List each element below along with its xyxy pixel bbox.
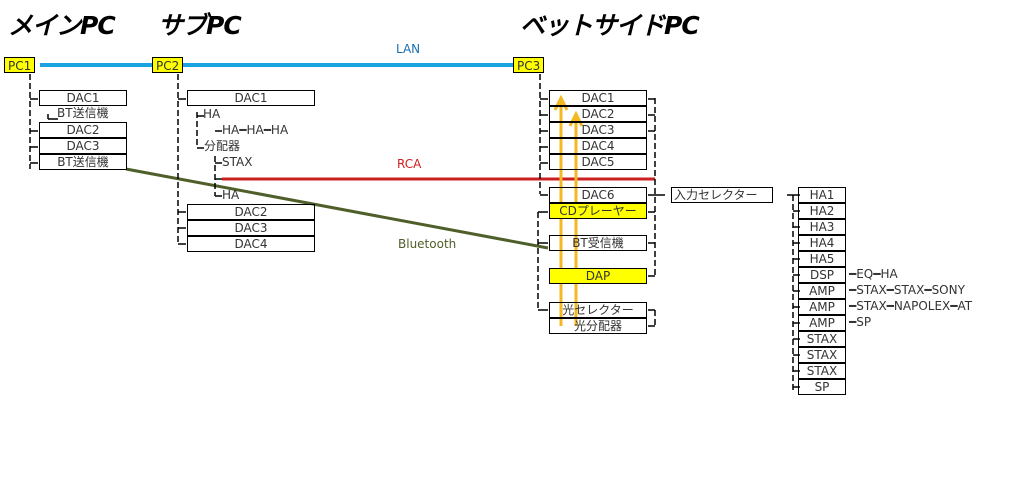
pc3-dac2[interactable]: DAC2	[549, 106, 647, 122]
output-chain: ━EQ━HA	[849, 267, 898, 281]
pc2-splitter: 分配器	[204, 139, 241, 153]
pc1-node[interactable]: PC1	[4, 57, 36, 73]
pc3-node[interactable]: PC3	[513, 57, 545, 73]
pc2-ha: HA	[203, 107, 221, 121]
output-item[interactable]: SP	[798, 379, 846, 395]
pc2-dac3[interactable]: DAC3	[187, 220, 315, 236]
pc3-dac1[interactable]: DAC1	[549, 90, 647, 106]
output-chain: ━SP	[849, 315, 872, 329]
input-selector[interactable]: 入力セレクター	[671, 187, 773, 203]
pc3-optical-splitter[interactable]: 光分配器	[549, 318, 647, 334]
output-item[interactable]: HA1	[798, 187, 846, 203]
pc2-ha-chain: HA━HA━HA	[222, 123, 289, 137]
pc3-dac3[interactable]: DAC3	[549, 122, 647, 138]
output-item[interactable]: HA3	[798, 219, 846, 235]
bluetooth-label: Bluetooth	[398, 237, 457, 251]
tree-ticks	[30, 98, 800, 327]
pc3-dac4[interactable]: DAC4	[549, 138, 647, 154]
output-item[interactable]: STAX	[798, 363, 846, 379]
output-item[interactable]: AMP	[798, 315, 846, 331]
output-item[interactable]: DSP	[798, 267, 846, 283]
pc1-bt-sender-sub: BT送信機	[57, 106, 109, 120]
pc2-stax: STAX	[222, 155, 253, 169]
pc2-node[interactable]: PC2	[152, 57, 184, 73]
pc3-bt-receiver[interactable]: BT受信機	[549, 235, 647, 251]
pc3-optical-selector[interactable]: 光セレクター	[549, 302, 647, 318]
pc3-dac5[interactable]: DAC5	[549, 154, 647, 170]
pc1-dac3[interactable]: DAC3	[39, 138, 127, 154]
pc3-dac6[interactable]: DAC6	[549, 187, 647, 203]
pc2-dac2[interactable]: DAC2	[187, 204, 315, 220]
pc3-dap[interactable]: DAP	[549, 268, 647, 284]
output-item[interactable]: HA2	[798, 203, 846, 219]
pc2-ha2: HA	[222, 188, 240, 202]
pc1-dac2[interactable]: DAC2	[39, 122, 127, 138]
pc3-cd-player[interactable]: CDプレーヤー	[549, 203, 647, 219]
output-chain: ━STAX━STAX━SONY	[849, 283, 965, 297]
output-item[interactable]: STAX	[798, 331, 846, 347]
output-item[interactable]: STAX	[798, 347, 846, 363]
output-item[interactable]: HA5	[798, 251, 846, 267]
output-item[interactable]: HA4	[798, 235, 846, 251]
pc2-dac4[interactable]: DAC4	[187, 236, 315, 252]
pc1-bt-sender[interactable]: BT送信機	[39, 154, 127, 170]
title-sub-pc: サブPC	[158, 11, 242, 40]
title-main-pc: メインPC	[8, 11, 116, 40]
bluetooth-line	[125, 167, 549, 250]
title-bedside-pc: ベットサイドPC	[520, 11, 700, 40]
output-chain: ━STAX━NAPOLEX━AT	[849, 299, 973, 313]
rca-label: RCA	[397, 157, 422, 171]
output-item[interactable]: AMP	[798, 283, 846, 299]
tree-lines	[29, 74, 794, 392]
pc1-dac1[interactable]: DAC1	[39, 90, 127, 106]
pc2-dac1[interactable]: DAC1	[187, 90, 315, 106]
output-item[interactable]: AMP	[798, 299, 846, 315]
lan-label: LAN	[396, 42, 421, 56]
